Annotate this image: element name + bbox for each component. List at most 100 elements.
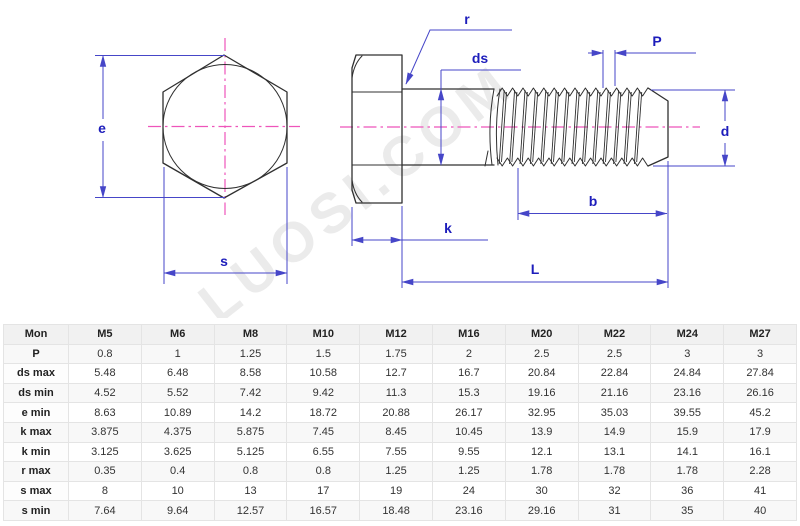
bolt-shank <box>401 88 495 166</box>
table-cell: 0.8 <box>213 461 288 482</box>
column-header: M8 <box>213 324 288 345</box>
table-cell: 0.8 <box>286 461 361 482</box>
row-label: k min <box>3 441 69 463</box>
inscribed-circle <box>162 64 288 189</box>
table-cell: 18.72 <box>286 402 361 423</box>
table-cell: 8.45 <box>359 421 433 443</box>
dimension-b: b <box>517 168 668 220</box>
table-cell: 6.48 <box>140 363 215 384</box>
table-cell: 8.63 <box>68 402 142 423</box>
table-cell: 0.8 <box>68 343 142 365</box>
column-header: M5 <box>68 324 142 345</box>
table-cell: 11.3 <box>359 382 433 404</box>
dimension-k: k <box>351 207 488 246</box>
table-cell: 1.5 <box>286 343 361 365</box>
column-header: M16 <box>431 324 506 345</box>
table-cell: 29.16 <box>504 500 579 521</box>
table-cell: 14.2 <box>213 402 288 423</box>
table-cell: 19.16 <box>504 382 579 404</box>
dimension-d: d <box>651 89 735 167</box>
dimension-e: e <box>95 54 225 199</box>
dimension-s: s <box>163 167 288 284</box>
table-cell: 24 <box>431 480 506 502</box>
table-cell: 5.875 <box>213 421 288 443</box>
table-cell: 2.5 <box>577 343 652 365</box>
column-header: M20 <box>504 324 579 345</box>
table-cell: 8.58 <box>213 363 288 384</box>
table-cell: 13 <box>213 480 288 502</box>
row-label: s max <box>3 480 69 502</box>
table-cell: 21.16 <box>577 382 652 404</box>
table-cell: 32 <box>577 480 652 502</box>
table-cell: 1.25 <box>213 343 288 365</box>
table-cell: 20.88 <box>359 402 433 423</box>
table-cell: 16.7 <box>431 363 506 384</box>
table-cell: 12.57 <box>213 500 288 521</box>
table-cell: 12.7 <box>359 363 433 384</box>
table-cell: 13.9 <box>504 421 579 443</box>
table-cell: 10 <box>140 480 215 502</box>
table-cell: 18.48 <box>359 500 433 521</box>
dimension-ds: ds <box>437 50 521 166</box>
watermark-text: LUOSI.COM <box>187 51 525 318</box>
table-cell: 5.125 <box>213 441 288 463</box>
thread-crest-top <box>496 87 649 97</box>
table-cell: 27.84 <box>723 363 797 384</box>
label-b: b <box>589 193 598 209</box>
table-cell: 3.125 <box>68 441 142 463</box>
table-cell: 7.55 <box>359 441 433 463</box>
table-cell: 1.78 <box>650 461 725 482</box>
table-cell: 19 <box>359 480 433 502</box>
table-cell: 1.75 <box>359 343 433 365</box>
table-cell: 1.78 <box>577 461 652 482</box>
table-cell: 13.1 <box>577 441 652 463</box>
bolt-side-view: r ds P d <box>340 11 735 288</box>
table-cell: 9.42 <box>286 382 361 404</box>
table-cell: 32.95 <box>504 402 579 423</box>
table-cell: 1.25 <box>431 461 506 482</box>
table-cell: 9.55 <box>431 441 506 463</box>
label-ds: ds <box>472 50 489 66</box>
table-cell: 35 <box>650 500 725 521</box>
table-cell: 9.64 <box>140 500 215 521</box>
table-cell: 1 <box>140 343 215 365</box>
table-cell: 35.03 <box>577 402 652 423</box>
table-cell: 2 <box>431 343 506 365</box>
label-r: r <box>464 11 470 27</box>
table-cell: 7.64 <box>68 500 142 521</box>
bolt-head-facet-lines <box>351 55 403 203</box>
dimension-l: L <box>401 161 669 288</box>
row-label: s min <box>3 500 69 521</box>
table-cell: 1.25 <box>359 461 433 482</box>
row-label: ds max <box>3 363 69 384</box>
bolt-tip-chamfer <box>647 87 669 167</box>
table-cell: 14.1 <box>650 441 725 463</box>
table-cell: 8 <box>68 480 142 502</box>
column-header: M6 <box>140 324 215 345</box>
column-header: M12 <box>359 324 433 345</box>
table-cell: 2.28 <box>723 461 797 482</box>
table-cell: 30 <box>504 480 579 502</box>
table-cell: 39.55 <box>650 402 725 423</box>
table-cell: 6.55 <box>286 441 361 463</box>
table-cell: 36 <box>650 480 725 502</box>
table-cell: 40 <box>723 500 797 521</box>
table-cell: 10.58 <box>286 363 361 384</box>
column-header: M24 <box>650 324 725 345</box>
table-cell: 22.84 <box>577 363 652 384</box>
label-e: e <box>98 120 106 136</box>
table-cell: 3 <box>650 343 725 365</box>
label-s: s <box>220 253 228 269</box>
label-k: k <box>444 220 452 236</box>
table-cell: 3.875 <box>68 421 142 443</box>
table-cell: 26.16 <box>723 382 797 404</box>
table-cell: 4.375 <box>140 421 215 443</box>
row-label: k max <box>3 421 69 443</box>
column-header: M22 <box>577 324 652 345</box>
table-cell: 23.16 <box>650 382 725 404</box>
